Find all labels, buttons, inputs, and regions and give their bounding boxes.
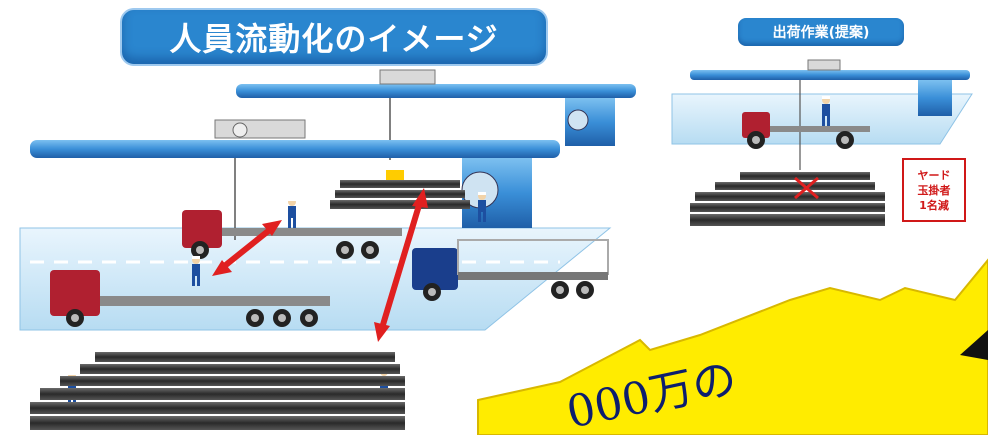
double-arrow-icon (212, 220, 282, 276)
note-line-2: 玉掛者 (917, 183, 951, 197)
proposal-label: 出荷作業(提案) (772, 25, 870, 41)
double-arrow-icon (374, 188, 428, 342)
title-banner: 人員流動化のイメージ (120, 8, 548, 66)
gantry-crane-icon (30, 140, 560, 158)
steel-pipe-stack-icon (690, 172, 885, 226)
note-line-3: 1名減 (919, 198, 949, 212)
steel-pipe-stack-icon (30, 352, 405, 430)
truck-icon (182, 210, 402, 259)
gantry-crane-icon (236, 84, 636, 98)
reduction-note: ヤード 玉掛者 1名減 (902, 158, 966, 222)
x-mark-icon (794, 176, 819, 200)
steel-pipe-stack-icon (330, 180, 470, 209)
gantry-crane-icon (690, 70, 970, 80)
callout-burst (477, 258, 988, 435)
note-line-1: ヤード (917, 168, 951, 182)
truck-icon (50, 270, 330, 327)
worker-icon (288, 198, 296, 228)
page-title: 人員流動化のイメージ (169, 20, 499, 58)
proposal-label-banner: 出荷作業(提案) (738, 18, 904, 46)
truck-icon (412, 239, 609, 301)
truck-icon (742, 112, 870, 149)
